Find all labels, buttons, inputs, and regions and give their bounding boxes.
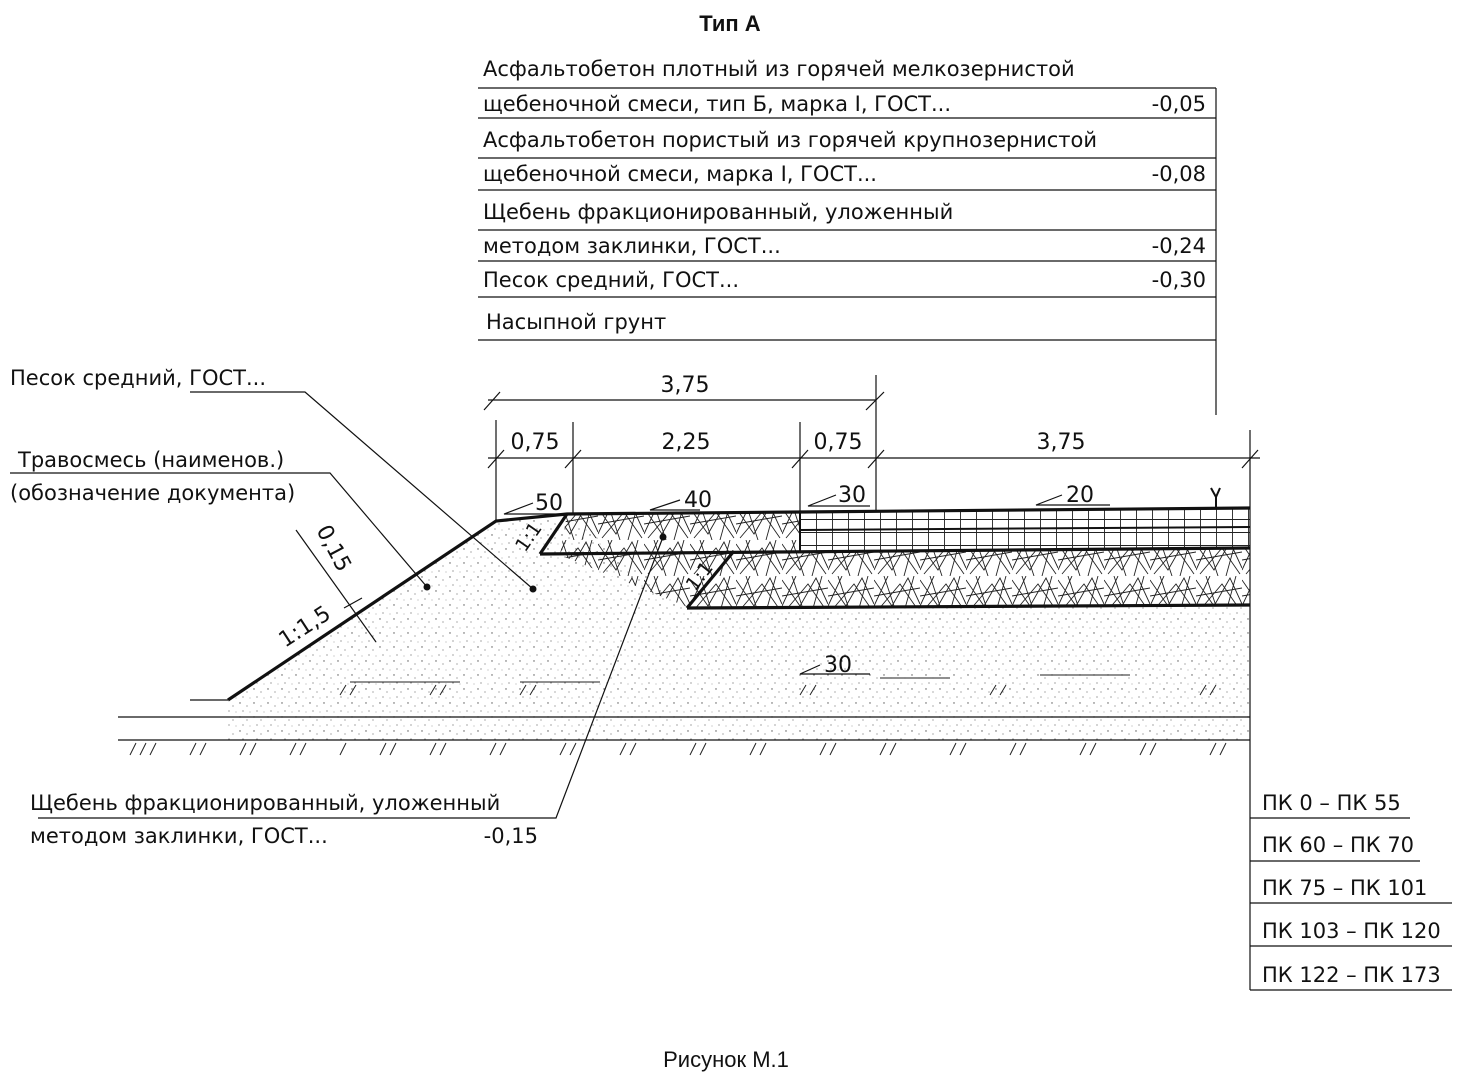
thickness-label: 0,15 (311, 521, 356, 576)
layers-legend: Асфальтобетон плотный из горячей мелкозе… (478, 57, 1217, 415)
legend-layer-2-line-2: щебеночной смеси, марка I, ГОСТ... (483, 162, 877, 186)
ground-hatching (129, 674, 1227, 756)
callout-gravel-1: Щебень фракционированный, уложенный (30, 791, 500, 815)
sand-layer (228, 514, 1250, 740)
leader-gravel (38, 536, 664, 819)
dim-lane: 3,75 (1037, 430, 1086, 455)
legend-layer-1-line-1: Асфальтобетон плотный из горячей мелкозе… (483, 57, 1075, 81)
callout-sand: Песок средний, ГОСТ... (10, 366, 266, 390)
callout-gravel-value: -0,15 (484, 824, 538, 848)
legend-layer-4-line-1: Песок средний, ГОСТ... (483, 268, 739, 292)
station-range-4: ПК 103 – ПК 120 (1262, 919, 1441, 943)
dim-d2: 2,25 (662, 430, 711, 455)
legend-layer-1-line-2: щебеночной смеси, тип Б, марка I, ГОСТ..… (483, 92, 951, 116)
leader-sand (190, 391, 534, 590)
cross-section (10, 375, 1260, 990)
dim-d1: 0,75 (511, 430, 560, 455)
grade-20: 20 (1066, 483, 1094, 508)
grade-30-bottom: 30 (824, 653, 852, 678)
legend-layer-1-value: -0,05 (1152, 92, 1206, 116)
legend-layer-3-line-2: методом заклинки, ГОСТ... (483, 234, 781, 258)
callout-grass-1: Травосмесь (наименов.) (17, 448, 284, 472)
legend-layer-3-line-1: Щебень фракционированный, уложенный (483, 200, 953, 224)
station-range-3: ПК 75 – ПК 101 (1262, 876, 1427, 900)
legend-layer-5-line-1: Насыпной грунт (486, 310, 666, 334)
legend-layer-4-value: -0,30 (1152, 268, 1206, 292)
legend-layer-3-value: -0,24 (1152, 234, 1206, 258)
gravel-base-layer (687, 548, 1250, 608)
stations-table: ПК 0 – ПК 55 ПК 60 – ПК 70 ПК 75 – ПК 10… (1250, 791, 1452, 991)
station-range-1: ПК 0 – ПК 55 (1262, 791, 1401, 815)
grade-30-top: 30 (838, 483, 866, 508)
drawing-title: Тип А (699, 11, 761, 36)
grade-50: 50 (535, 491, 563, 516)
legend-layer-2-value: -0,08 (1152, 162, 1206, 186)
gravel-shoulder-layer (560, 512, 800, 608)
callout-grass-2: (обозначение документа) (10, 481, 295, 505)
dim-total-shoulder: 3,75 (661, 373, 710, 398)
figure-caption: Рисунок М.1 (663, 1047, 789, 1072)
legend-layer-2-line-1: Асфальтобетон пористый из горячей крупно… (483, 128, 1097, 152)
station-range-2: ПК 60 – ПК 70 (1262, 833, 1414, 857)
grade-40: 40 (684, 488, 712, 513)
callout-gravel-2: методом заклинки, ГОСТ... (30, 824, 328, 848)
dim-d3: 0,75 (814, 430, 863, 455)
station-range-5: ПК 122 – ПК 173 (1262, 963, 1441, 987)
leader-grass (10, 472, 428, 588)
